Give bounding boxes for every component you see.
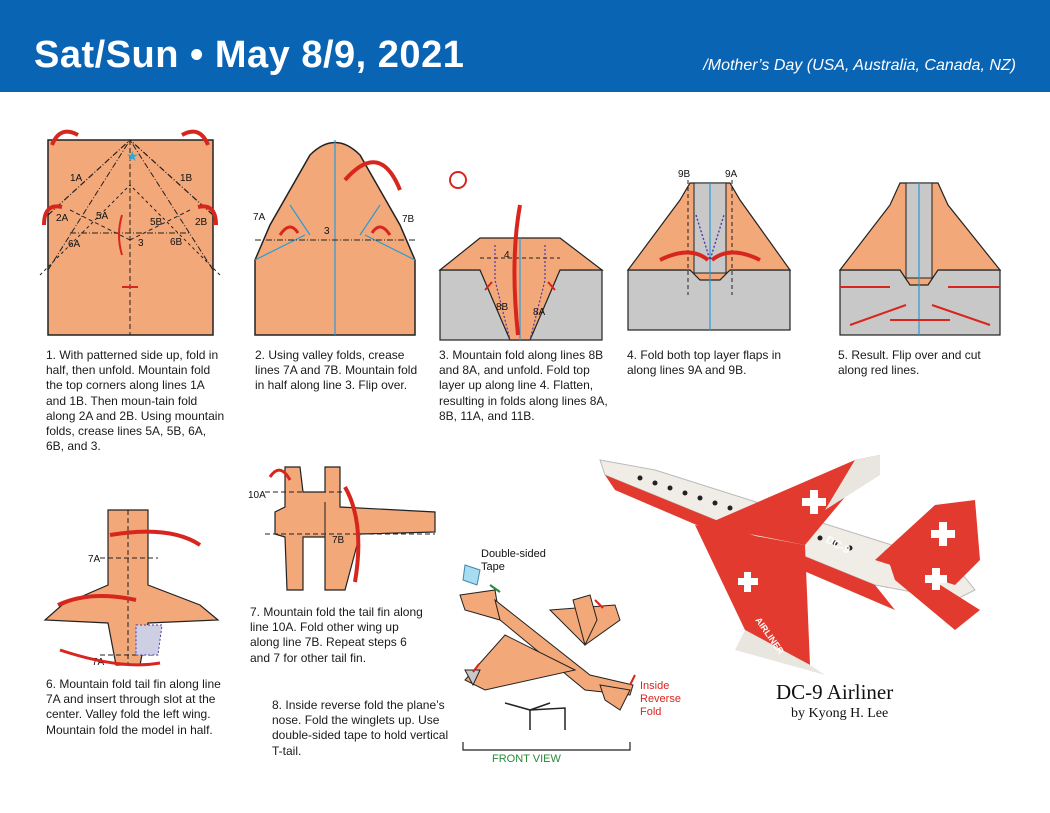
reverse-fold-note: Inside Reverse Fold <box>640 680 681 718</box>
label-2a: 2A <box>56 213 69 224</box>
front-view-label: FRONT VIEW <box>492 753 561 765</box>
label-7a-bottom: 7A <box>92 657 105 668</box>
label-9b: 9B <box>678 169 691 180</box>
step-4-caption: 4. Fold both top layer flaps in along li… <box>627 348 797 378</box>
step-3-text: Mountain fold along lines 8B and 8A, and… <box>439 348 608 423</box>
label-5a: 5A <box>96 211 109 222</box>
step-8-diagram <box>459 564 636 751</box>
step-2-text: Using valley folds, crease lines 7A and … <box>255 348 418 393</box>
svg-text:★: ★ <box>126 149 139 165</box>
label-8b: 8B <box>496 302 509 313</box>
label-5b: 5B <box>150 217 163 228</box>
step-1-text: With patterned side up, fold in half, th… <box>46 348 225 454</box>
step-1-diagram: ★ 1A 1B 2A 2B 5A 5B 6A 6B 3 <box>39 129 221 336</box>
label-10a: 10A <box>248 490 266 501</box>
label-2b: 2B <box>195 217 208 228</box>
label-7b-step7: 7B <box>332 535 345 546</box>
label-7a: 7A <box>253 212 266 223</box>
label-8a: 8A <box>533 307 546 318</box>
step-7-caption: 7. Mountain fold the tail fin along line… <box>250 605 430 666</box>
step-2-diagram: 7A 7B 3 <box>253 140 416 336</box>
step-5-caption: 5. Result. Flip over and cut along red l… <box>838 348 1013 378</box>
label-1b: 1B <box>180 173 193 184</box>
step-5-number: 5. <box>838 348 849 362</box>
label-1a: 1A <box>70 173 83 184</box>
step-4-diagram: 9B 9A <box>626 169 792 331</box>
step-1-number: 1. <box>46 348 57 362</box>
step-3-diagram: 4 8B 8A <box>438 171 604 341</box>
tape-note: Double-sided Tape <box>481 548 546 573</box>
step-8-number: 8. <box>272 698 283 712</box>
step-2-caption: 2. Using valley folds, crease lines 7A a… <box>255 348 425 394</box>
label-3b: 3 <box>324 226 330 237</box>
label-6b: 6B <box>170 237 183 248</box>
label-4: 4 <box>504 250 510 261</box>
label-3: 3 <box>138 238 144 249</box>
finished-plane-illustration: DC-9 AIRLINER <box>599 455 980 675</box>
step-3-number: 3. <box>439 348 450 362</box>
swiss-cross-icon <box>738 490 955 592</box>
step-1-caption: 1. With patterned side up, fold in half,… <box>46 348 226 454</box>
step-5-text: Result. Flip over and cut along red line… <box>838 348 981 378</box>
holiday-note: /Mother’s Day (USA, Australia, Canada, N… <box>703 57 1016 74</box>
step-3-caption: 3. Mountain fold along lines 8B and 8A, … <box>439 348 614 424</box>
label-6a: 6A <box>68 239 81 250</box>
header-banner: Sat/Sun • May 8/9, 2021 /Mother’s Day (U… <box>0 0 1050 92</box>
label-9a: 9A <box>725 169 738 180</box>
step-7-text: Mountain fold the tail fin along line 10… <box>250 605 423 665</box>
step-8-caption: 8. Inside reverse fold the plane’s nose.… <box>272 698 457 759</box>
model-title: DC-9 Airliner <box>776 680 894 704</box>
step-4-number: 4. <box>627 348 638 362</box>
step-6-text: Mountain fold tail fin along line 7A and… <box>46 677 221 737</box>
step-6-caption: 6. Mountain fold tail fin along line 7A … <box>46 677 226 738</box>
label-7a-top: 7A <box>88 554 101 565</box>
date-title: Sat/Sun • May 8/9, 2021 <box>34 34 465 76</box>
step-7-diagram: 10A 7B <box>248 466 436 591</box>
step-6-number: 6. <box>46 677 57 691</box>
step-7-number: 7. <box>250 605 261 619</box>
step-6-diagram: 7A 7A <box>43 509 220 668</box>
step-2-number: 2. <box>255 348 266 362</box>
model-byline: by Kyong H. Lee <box>791 706 889 721</box>
label-7b: 7B <box>402 214 415 225</box>
step-4-text: Fold both top layer flaps in along lines… <box>627 348 782 378</box>
step-8-text: Inside reverse fold the plane’s nose. Fo… <box>272 698 449 758</box>
step-5-diagram <box>838 182 1002 336</box>
